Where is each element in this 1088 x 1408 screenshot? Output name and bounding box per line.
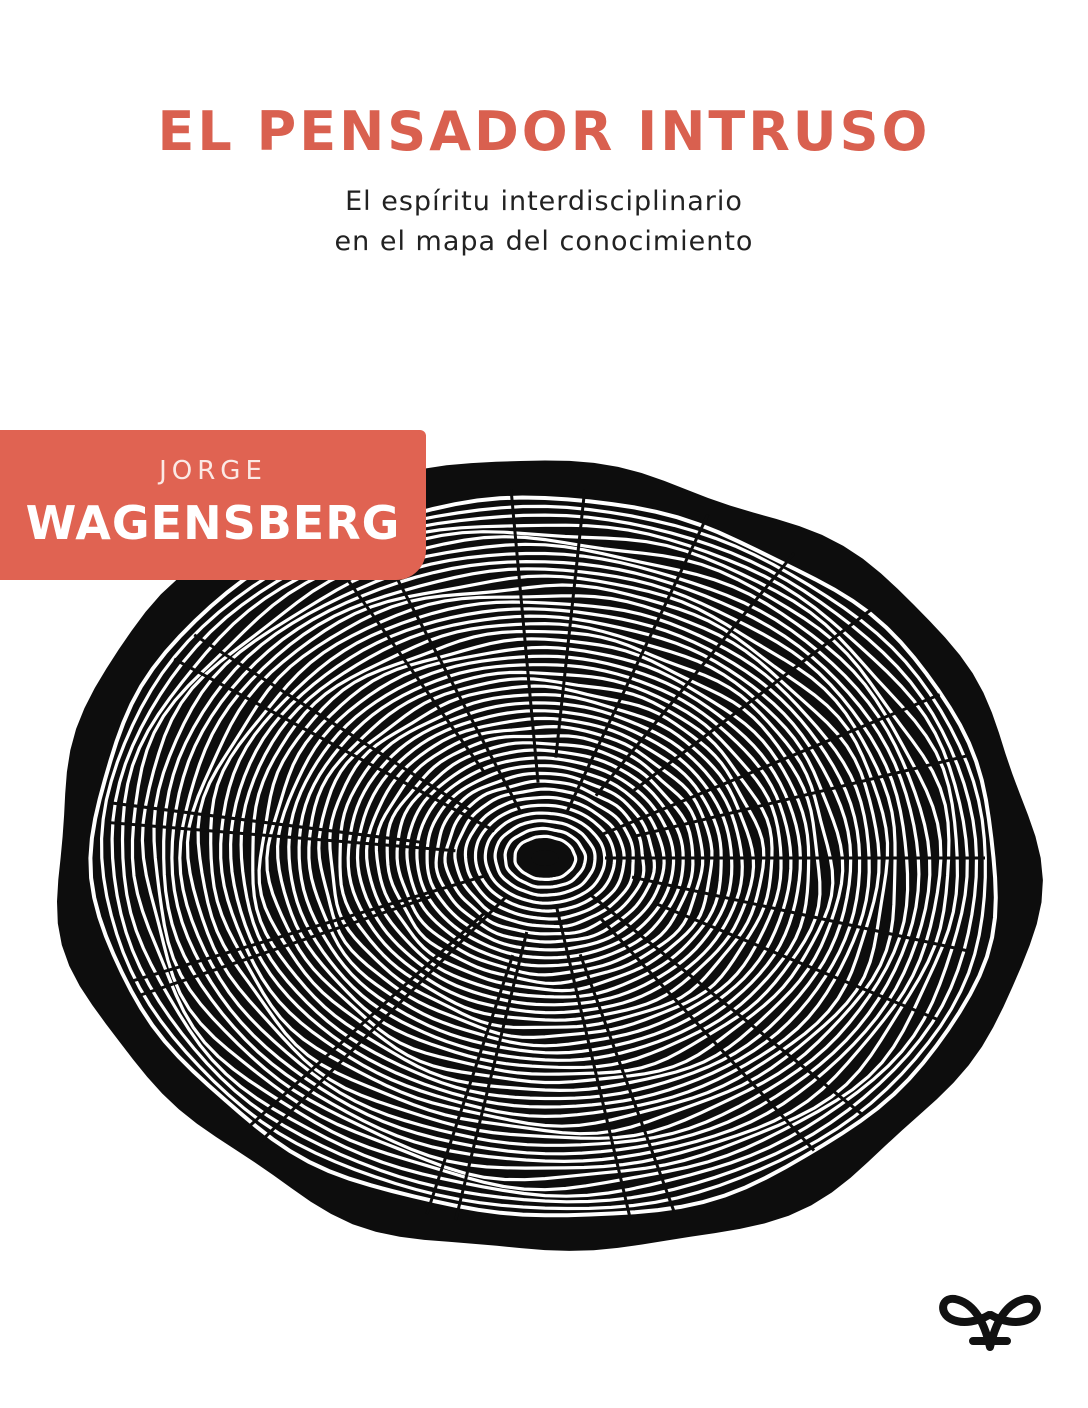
- tree-ring: [443, 779, 646, 936]
- tree-ring: [328, 684, 766, 1030]
- tree-ring: [99, 504, 987, 1211]
- tree-crack: [652, 900, 941, 1022]
- tree-ring: [185, 574, 897, 1140]
- tree-ring: [209, 594, 881, 1128]
- tree-crack: [425, 954, 515, 1215]
- tree-crack: [594, 552, 796, 797]
- tree-ring: [257, 629, 835, 1085]
- tree-ring: [355, 709, 734, 1007]
- tree-crack: [106, 820, 456, 853]
- tree-ring: [239, 614, 853, 1101]
- tree-ring: [385, 734, 705, 986]
- subtitle-line-1: El espíritu interdisciplinario: [345, 186, 743, 217]
- tree-crack: [509, 489, 540, 783]
- tree-ring: [170, 559, 921, 1156]
- tree-ring: [473, 803, 617, 913]
- tree-crack: [578, 953, 676, 1212]
- tree-ring: [110, 513, 979, 1204]
- tree-crack: [109, 801, 427, 845]
- tree-ring: [265, 637, 822, 1076]
- tree-ring: [364, 716, 723, 999]
- tree-crack: [136, 894, 435, 998]
- tree-ring: [346, 701, 744, 1015]
- author-last-name: WAGENSBERG: [25, 496, 401, 550]
- author-banner: JORGE WAGENSBERG: [0, 430, 426, 580]
- tree-crack: [193, 633, 475, 814]
- tree-ring: [513, 834, 578, 881]
- tree-ring: [120, 523, 969, 1198]
- tree-ring: [405, 748, 685, 968]
- tree-crack: [632, 608, 872, 792]
- tree-crack: [554, 489, 587, 758]
- tree-crack: [565, 514, 710, 812]
- tree-crack: [260, 895, 508, 1142]
- epub-logo-icon: [939, 1294, 1041, 1351]
- tree-crack: [587, 891, 863, 1116]
- tree-ring: [463, 795, 626, 921]
- tree-ring: [162, 551, 932, 1164]
- author-first-name: JORGE: [159, 456, 267, 486]
- tree-ring: [415, 756, 676, 960]
- tree-ring: [425, 764, 666, 952]
- tree-ring: [483, 811, 607, 905]
- tree-ring: [251, 621, 845, 1093]
- tree-ring: [338, 692, 756, 1022]
- tree-crack: [173, 657, 496, 833]
- tree-ring: [374, 724, 714, 993]
- tree-ring: [287, 654, 803, 1062]
- tree-ring: [434, 771, 657, 944]
- tree-pith: [531, 850, 559, 866]
- tree-ring: [88, 495, 998, 1218]
- tree-crack: [598, 916, 816, 1152]
- tree-ring: [130, 530, 960, 1192]
- tree-ring: [453, 787, 635, 929]
- tree-crack: [129, 873, 489, 983]
- tree-ring: [395, 741, 695, 977]
- tree-ring: [493, 819, 597, 897]
- tree-ring: [503, 826, 588, 889]
- tree-ring: [196, 583, 890, 1136]
- subtitle-line-2: en el mapa del conocimiento: [334, 226, 754, 257]
- tree-crack: [555, 907, 633, 1221]
- tree-crack: [245, 912, 485, 1131]
- tree-crack: [631, 875, 972, 953]
- tree-ring: [307, 670, 783, 1048]
- tree-crack: [598, 693, 941, 838]
- tree-ring: [219, 600, 871, 1119]
- tree-ring: [228, 607, 862, 1109]
- tree-ring: [317, 677, 774, 1040]
- tree-crack: [631, 754, 969, 839]
- book-title: EL PENSADOR INTRUSO: [157, 100, 931, 163]
- tree-crack: [454, 931, 529, 1221]
- tree-ring: [275, 645, 811, 1070]
- tree-ring: [297, 663, 793, 1055]
- tree-ring: [178, 567, 910, 1147]
- tree-ring: [152, 542, 943, 1170]
- tree-ring: [140, 535, 951, 1182]
